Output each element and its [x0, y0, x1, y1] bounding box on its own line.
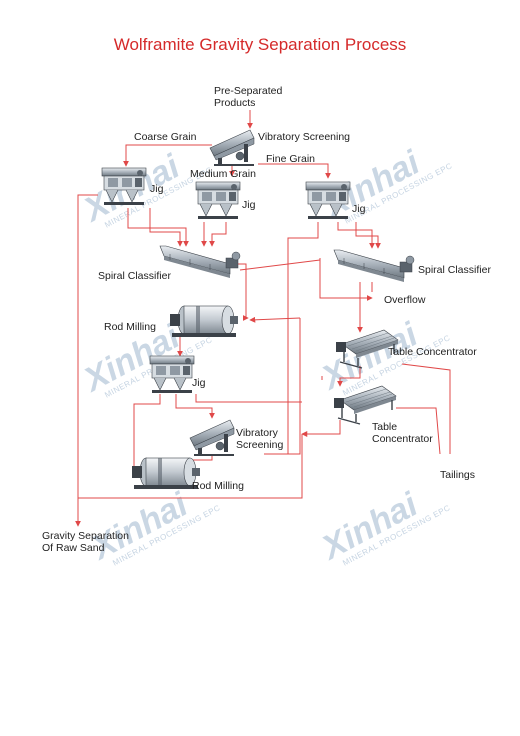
spiral-classifier-left — [159, 245, 241, 279]
flow-lines — [75, 110, 451, 527]
label-vibratory-lower: Vibratory — [236, 427, 279, 439]
label-spiral-classifier-left: Spiral Classifier — [98, 270, 171, 282]
spiral-classifier-right — [333, 249, 415, 283]
watermark-bottom-right: Xinhai MINERAL PROCESSING EPC — [314, 485, 452, 568]
label-jig-middle: Jig — [242, 199, 256, 211]
vibratory-screen-lower — [189, 419, 235, 457]
label-products: Products — [214, 97, 255, 109]
diagram-title: Wolframite Gravity Separation Process — [114, 35, 407, 54]
label-pre-separated: Pre-Separated — [214, 85, 282, 97]
rod-mill-bottom — [131, 457, 201, 490]
label-fine-grain: Fine Grain — [266, 153, 315, 165]
label-concentrator-lower: Concentrator — [372, 433, 433, 445]
label-overflow: Overflow — [384, 294, 426, 306]
rod-mill-top — [169, 305, 239, 338]
label-screening-lower: Screening — [236, 439, 283, 451]
label-jig-left: Jig — [150, 183, 164, 195]
label-medium-grain: Medium Grain — [190, 168, 256, 180]
jig-lower — [149, 355, 195, 394]
vibratory-screen-top — [209, 129, 255, 167]
label-coarse-grain: Coarse Grain — [134, 131, 197, 143]
label-rod-milling-top: Rod Milling — [104, 321, 156, 333]
watermark-top: Xinhai MINERAL PROCESSING EPC — [76, 147, 214, 230]
label-jig-right: Jig — [352, 203, 366, 215]
label-rod-milling-bottom: Rod Milling — [192, 480, 244, 492]
label-gravity-separation: Gravity Separation — [42, 530, 129, 542]
label-of-raw-sand: Of Raw Sand — [42, 542, 105, 554]
label-vibratory-screening-top: Vibratory Screening — [258, 131, 350, 143]
label-jig-lower: Jig — [192, 377, 206, 389]
label-table-lower: Table — [372, 421, 397, 433]
label-table-concentrator-top: Table Concentrator — [388, 346, 477, 358]
label-spiral-classifier-right: Spiral Classifier — [418, 264, 491, 276]
label-tailings: Tailings — [440, 469, 475, 481]
jig-middle — [195, 181, 241, 220]
